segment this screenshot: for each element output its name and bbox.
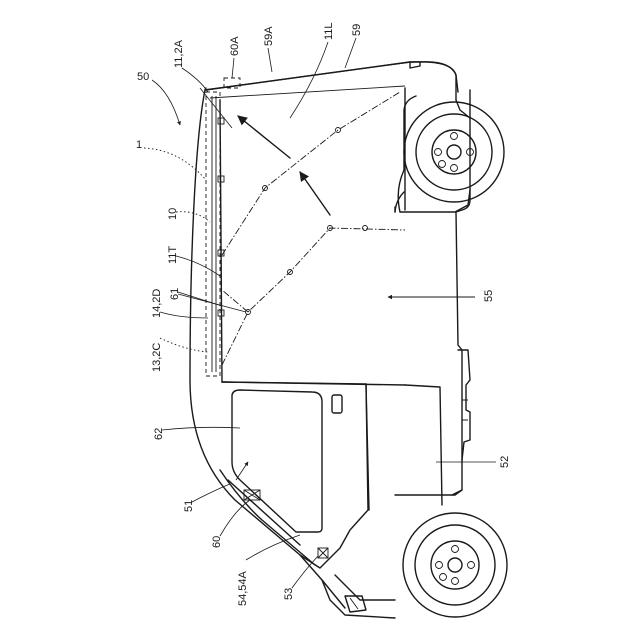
label-54-54A: 54,54A: [237, 570, 249, 606]
front-wheel: [403, 513, 507, 617]
label-1: 1: [136, 139, 142, 151]
label-59A: 59A: [263, 26, 275, 46]
door-handle: [332, 395, 342, 413]
headlight: [345, 596, 366, 612]
curtain-airbag-module: [206, 78, 240, 382]
deployment-arrows: [238, 116, 475, 297]
rear-wheel: [404, 102, 504, 202]
label-60: 60: [211, 536, 223, 548]
label-11L: 11L: [323, 22, 335, 40]
curtain-tether-lines: [222, 92, 405, 365]
label-13-2C: 13,2C: [151, 343, 163, 372]
roof-line: [205, 62, 410, 90]
label-59: 59: [351, 24, 363, 36]
label-52: 52: [499, 456, 511, 468]
label-60A: 60A: [229, 36, 241, 56]
label-11T: 11T: [167, 246, 179, 264]
label-53: 53: [283, 588, 295, 600]
reference-labels: 50 1 11,2A 60A 59A 11L 59 10 11T 14,2D 6…: [136, 22, 511, 606]
rear-top-corner: [410, 62, 456, 100]
airbag-module-outline: [206, 92, 220, 376]
label-50: 50: [137, 71, 149, 83]
label-55: 55: [483, 290, 495, 302]
label-61: 61: [169, 288, 181, 300]
label-11-2A: 11,2A: [173, 39, 185, 68]
label-10: 10: [167, 208, 179, 220]
front-window: [232, 390, 322, 532]
label-14-2D: 14,2D: [151, 289, 163, 318]
